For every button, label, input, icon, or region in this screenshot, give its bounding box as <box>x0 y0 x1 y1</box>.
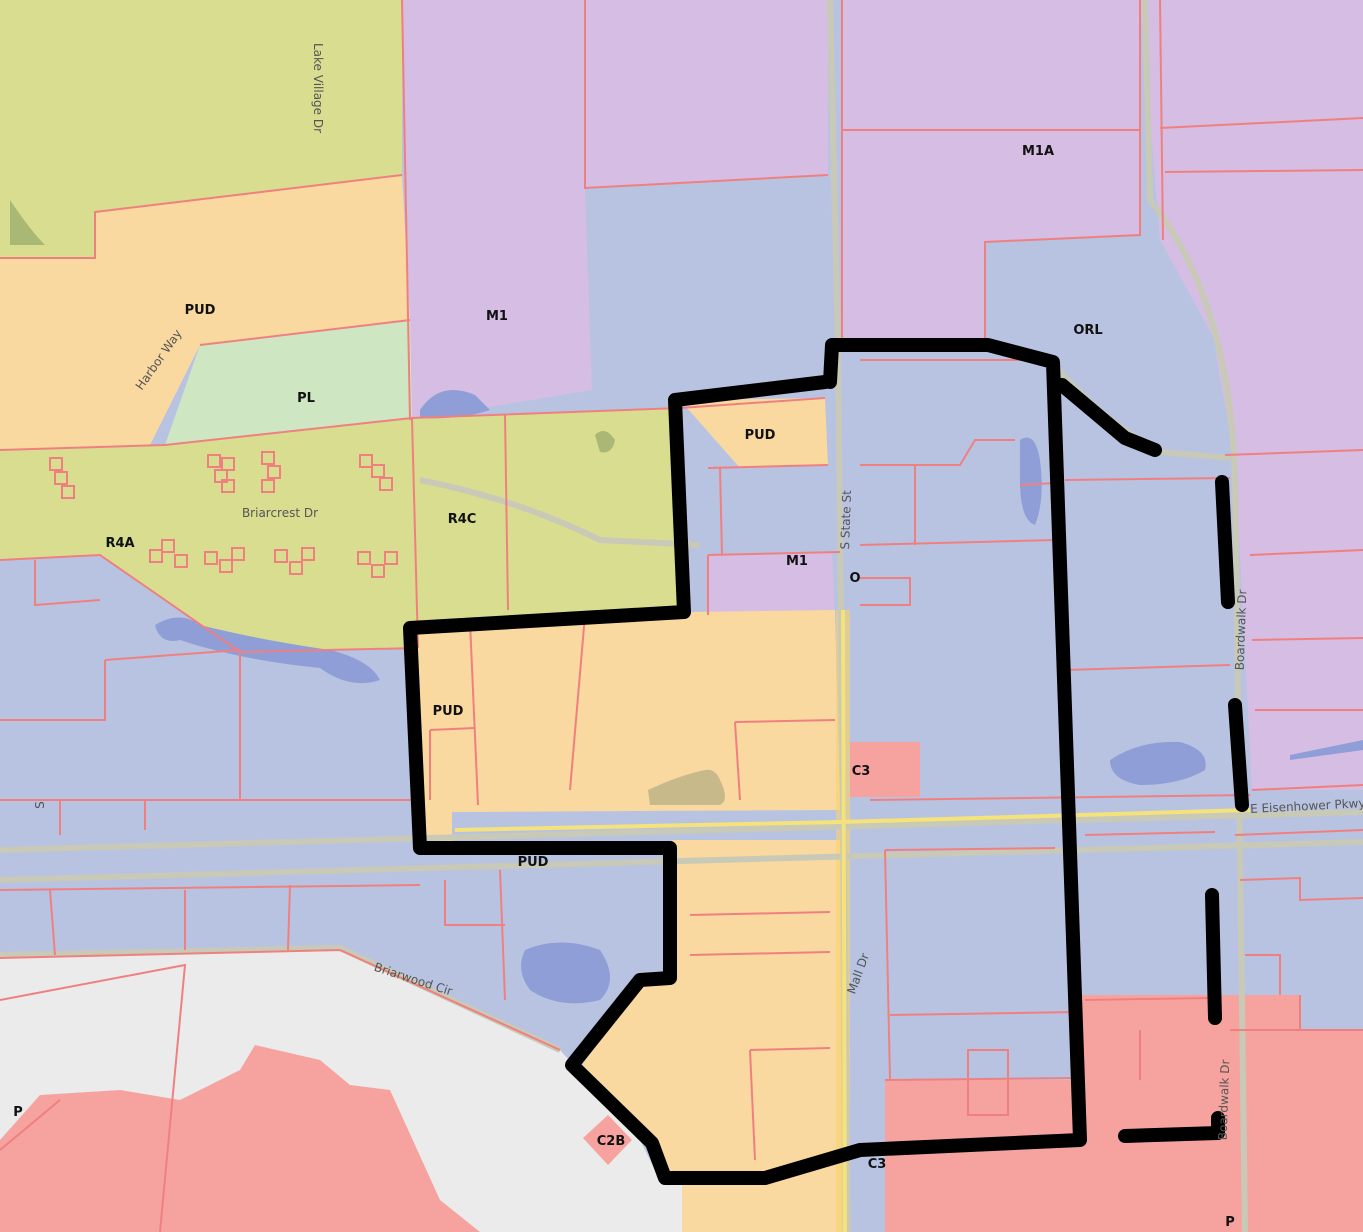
street-label-lake-village: Lake Village Dr <box>311 43 325 133</box>
zone-c2b <box>583 1115 632 1165</box>
street-label-s-west: S <box>33 801 47 809</box>
pond <box>521 942 610 1004</box>
street-label-briarcrest: Briarcrest Dr <box>242 506 318 520</box>
zone-m1-center <box>708 552 835 615</box>
pond <box>595 431 615 453</box>
zone-orl <box>985 240 1225 455</box>
zone-label-c3-south: C3 <box>868 1157 887 1172</box>
zone-label-o: O <box>849 571 860 586</box>
zone-r4 <box>0 408 690 652</box>
zone-label-pud-south: PUD <box>518 855 549 870</box>
buildings <box>49 451 1009 1116</box>
zone-label-orl: ORL <box>1073 323 1102 338</box>
zone-label-r4c: R4C <box>448 512 477 527</box>
study-boundary <box>403 338 1249 1185</box>
pond <box>1020 437 1042 525</box>
zone-label-p-south: P <box>1225 1215 1235 1230</box>
zone-label-pl: PL <box>297 391 315 406</box>
zone-label-m1-north: M1 <box>486 309 508 324</box>
zone-label-pud-west: PUD <box>433 704 464 719</box>
pond <box>10 200 45 245</box>
zone-pud-nw <box>0 175 410 450</box>
pond <box>155 617 380 684</box>
zone-pud-west <box>418 610 840 845</box>
zone-label-pud-nw: PUD <box>185 303 216 318</box>
pond <box>1110 741 1206 785</box>
zone-label-pud-center-top: PUD <box>745 428 776 443</box>
zone-label-c2b: C2B <box>597 1134 626 1149</box>
street-label-boardwalk-south: Boardwalk Dr <box>1216 1059 1233 1140</box>
street-label-boardwalk-north: Boardwalk Dr <box>1233 589 1250 670</box>
zone-m1a-east <box>1160 0 1363 790</box>
zone-label-r4a: R4A <box>105 536 134 551</box>
street-label-eisenhower: E Eisenhower Pkwy <box>1250 796 1363 816</box>
zone-label-p-west: P <box>13 1105 23 1120</box>
zone-pud-center-top <box>680 398 828 468</box>
zone-pl <box>165 320 412 445</box>
mall-buildings <box>0 1045 480 1232</box>
pond <box>1290 740 1363 760</box>
zone-label-m1a: M1A <box>1022 144 1054 159</box>
yellow-roads <box>454 609 1251 1232</box>
zone-residential-nw <box>0 0 402 258</box>
zone-label-m1-center: M1 <box>786 554 808 569</box>
street-label-state-st: S State St <box>838 490 854 550</box>
zone-c3 <box>850 742 920 797</box>
pond <box>420 390 490 419</box>
zone-m1-north-b <box>585 0 828 188</box>
pond <box>648 769 725 805</box>
zone-label-c3: C3 <box>852 764 871 779</box>
